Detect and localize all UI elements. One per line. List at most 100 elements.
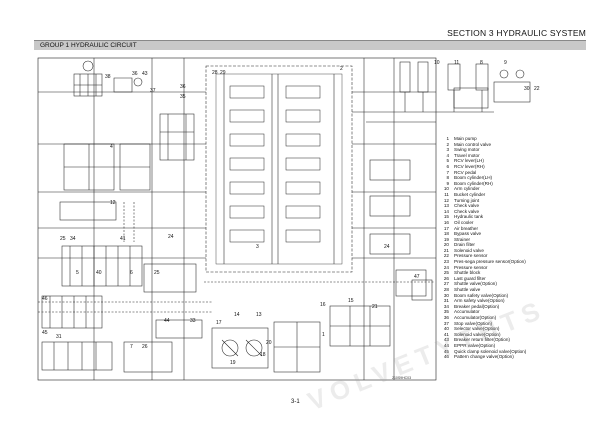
legend-item-number: 15 [443, 214, 449, 220]
legend-item-number: 14 [443, 208, 449, 214]
diagram-label: 1 [322, 332, 325, 338]
legend-item-label: Breaker return filter(Option) [454, 337, 510, 343]
legend-item-label: Bucket cylinder [454, 191, 486, 197]
legend-item-label: Shuttle valve(Option) [454, 281, 497, 287]
legend-item-number: 13 [443, 203, 449, 209]
diagram-label: 3 [256, 244, 259, 250]
legend-item-number: 21 [443, 247, 449, 253]
legend-item-number: 30 [443, 292, 449, 298]
diagram-label: 21 [372, 304, 378, 310]
legend-item-label: Shuttle valve [454, 287, 481, 293]
legend-item-number: 20 [443, 242, 449, 248]
legend-item-number: 35 [443, 309, 449, 315]
legend-item-number: 18 [443, 231, 449, 237]
legend-item-label: Solenoid valve [454, 247, 484, 253]
legend-item-label: Air breather [454, 225, 479, 231]
diagram-label: 37 [150, 88, 156, 94]
diagram-label: 25 [60, 236, 66, 242]
diagram-label: 28 [212, 70, 218, 76]
legend-item-label: Shuttle block [454, 270, 481, 276]
diagram-label: 20 [266, 340, 272, 346]
diagram-label: 29 [220, 70, 226, 76]
legend-item: 4 Travel motor [437, 153, 587, 159]
legend-item-label: Pres-sega pressure sensor(Option) [454, 259, 526, 265]
diagram-label: 45 [42, 330, 48, 336]
diagram-label: 16 [320, 302, 326, 308]
legend-item-number: 1 [446, 136, 449, 141]
legend-item-label: RCV pedal [454, 169, 477, 175]
legend-item-label: Main control valve [454, 141, 492, 147]
diagram-label: 10 [434, 60, 440, 66]
legend-item-label: Main pump [454, 136, 477, 141]
diagram-label: 38 [105, 74, 111, 80]
legend-item-label: Pattern change valve(Option) [454, 354, 514, 360]
diagram-label: 14 [234, 312, 240, 318]
parts-legend: 1 Main pump 2 Main control valve 3 Swing moto… [437, 136, 587, 360]
legend-item-number: 11 [444, 191, 449, 197]
legend-item-number: 36 [443, 315, 449, 320]
group-title: GROUP 1 HYDRAULIC CIRCUIT [40, 42, 137, 49]
legend-item-label: Strainer [454, 236, 471, 242]
legend-item-label: Hydraulic tank [454, 214, 484, 220]
legend-item-label: Travel motor [454, 152, 480, 158]
diagram-label: 24 [168, 234, 174, 240]
legend-item-label: RCV lever(RH) [454, 163, 485, 169]
diagram-label: 11 [454, 60, 459, 66]
diagram-label: 35 [180, 94, 186, 100]
legend-item: 2 Main control valve [437, 142, 587, 148]
diagram-label: 36 [132, 71, 138, 77]
legend-item-label: Boom cylinder(LH) [454, 175, 493, 181]
legend-item-number: 2 [446, 141, 449, 147]
legend-item: 28 Shuttle valve [437, 287, 587, 293]
diagram-label: 7 [130, 344, 133, 350]
legend-item-label: Stop valve(Option) [454, 320, 493, 326]
legend-item-number: 3 [446, 147, 449, 153]
legend-item-number: 28 [443, 287, 449, 293]
legend-item-label: Swing motor [454, 147, 480, 153]
legend-item-number: 34 [443, 303, 449, 309]
legend-item-number: 45 [443, 348, 449, 354]
diagram-label: 6 [130, 270, 133, 276]
legend-item-number: 40 [443, 326, 449, 332]
diagram-label: 18 [260, 352, 266, 358]
legend-item: 21 Solenoid valve [437, 248, 587, 254]
legend-item-label: Check valve [454, 208, 480, 214]
diagram-label: 4 [110, 144, 113, 150]
diagram-label: 33 [190, 318, 196, 324]
legend-item-number: 24 [443, 264, 449, 270]
legend-item-label: Accumulator(Option) [454, 315, 497, 320]
legend-item-label: Pressure sensor [454, 253, 488, 259]
legend-item-number: 4 [446, 152, 449, 158]
diagram-label: 9 [504, 60, 507, 66]
diagram-label: 19 [230, 360, 236, 366]
legend-item-number: 10 [443, 186, 449, 192]
legend-item-number: 31 [443, 298, 449, 304]
legend-item-number: 12 [443, 197, 449, 203]
legend-item-label: Oil cooler [454, 219, 474, 225]
diagram-label: 46 [42, 296, 48, 302]
diagram-label: 25 [154, 270, 160, 276]
